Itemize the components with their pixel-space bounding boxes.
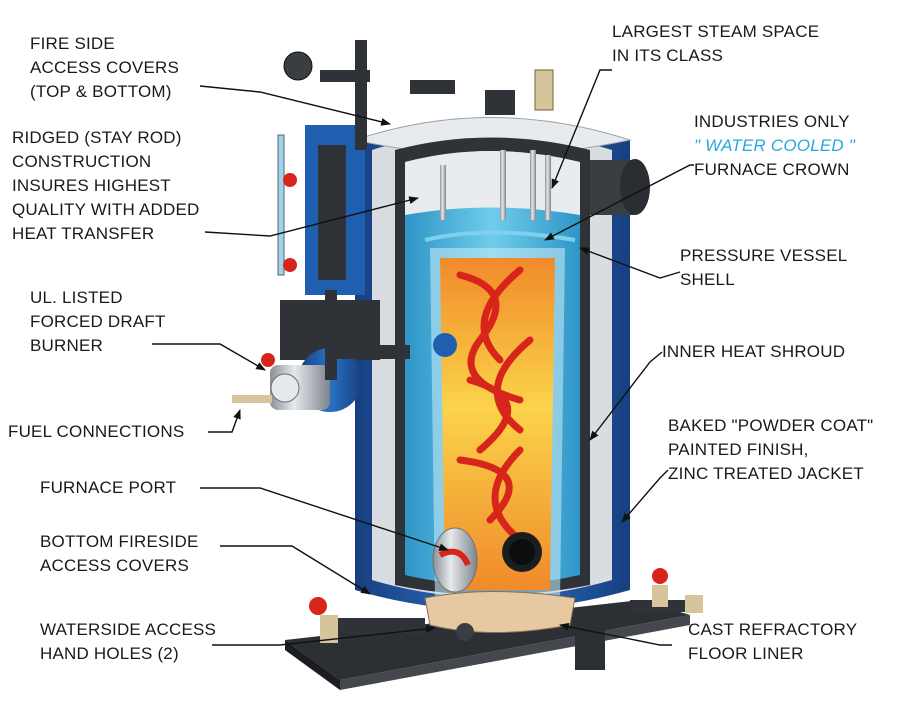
leader-refractory: [559, 622, 672, 646]
leader-lines: [152, 69, 694, 646]
label-steam-space: LARGEST STEAM SPACE IN ITS CLASS: [612, 22, 820, 65]
water-cooled-crown: [424, 230, 576, 242]
leader-steam-space: [551, 69, 612, 189]
label-water-cooled-crown: INDUSTRIES ONLY " WATER COOLED " FURNACE…: [694, 112, 856, 179]
label-bottom-fireside-covers: BOTTOM FIRESIDE ACCESS COVERS: [40, 532, 199, 575]
leader-furnace-port: [200, 487, 449, 551]
label-ridged-construction: RIDGED (STAY ROD) CONSTRUCTION INSURES H…: [12, 128, 200, 243]
leader-powder-coat: [621, 469, 669, 523]
leader-fire-side-covers: [199, 85, 391, 126]
steam-space: [405, 150, 580, 220]
label-waterside-hand-holes: WATERSIDE ACCESS HAND HOLES (2): [40, 620, 217, 663]
refractory-floor: [424, 591, 576, 633]
waterside-valves: [309, 568, 703, 643]
leader-waterside: [212, 625, 436, 646]
bottom-access-cover: [432, 527, 478, 593]
burner: [232, 290, 410, 412]
leader-bottom-covers: [220, 545, 371, 595]
leader-pressure-vessel: [579, 247, 681, 279]
label-fire-side-covers: FIRE SIDE ACCESS COVERS (TOP & BOTTOM): [30, 34, 180, 101]
label-powder-coat: BAKED "POWDER COAT" PAINTED FINISH, ZINC…: [668, 416, 874, 483]
label-furnace-port: FURNACE PORT: [40, 478, 177, 497]
leader-fuel: [208, 409, 241, 433]
flame-arrows: [456, 266, 534, 544]
leader-crown: [544, 164, 694, 241]
leader-burner: [152, 343, 266, 371]
label-pressure-vessel-shell: PRESSURE VESSEL SHELL: [680, 246, 848, 289]
label-burner: UL. LISTED FORCED DRAFT BURNER: [30, 288, 166, 355]
label-inner-heat-shroud: INNER HEAT SHROUD: [662, 342, 846, 361]
water-column: [277, 40, 554, 295]
label-fuel-connections: FUEL CONNECTIONS: [8, 422, 185, 441]
leader-ridged: [204, 196, 419, 237]
label-refractory-floor: CAST REFRACTORY FLOOR LINER: [688, 620, 858, 663]
water-cooled-accent: " WATER COOLED ": [694, 136, 856, 155]
sight-window: [433, 333, 457, 357]
leader-inner-shroud: [589, 351, 663, 441]
flue-outlet: [590, 159, 650, 215]
